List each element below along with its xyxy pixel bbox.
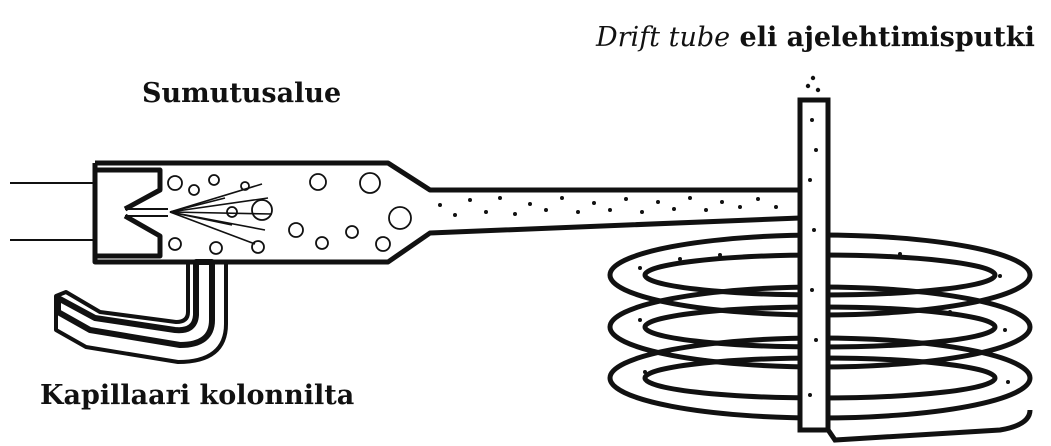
drift-tube-label: Drift tube eli ajelehtimisputki bbox=[596, 24, 1035, 51]
capillary-inlet bbox=[10, 183, 168, 240]
drift-tube-top bbox=[806, 76, 820, 92]
spray-droplets bbox=[168, 173, 411, 254]
drift-tube-vertical bbox=[800, 100, 828, 430]
capillary-label: Kapillaari kolonnilta bbox=[40, 382, 354, 409]
drift-tube-rest: eli ajelehtimisputki bbox=[730, 22, 1035, 53]
capillary-bend bbox=[56, 262, 226, 362]
drift-tube-italic: Drift tube bbox=[596, 22, 730, 53]
nebulization-zone-label: Sumutusalue bbox=[142, 80, 341, 107]
spray-jet bbox=[170, 184, 272, 244]
